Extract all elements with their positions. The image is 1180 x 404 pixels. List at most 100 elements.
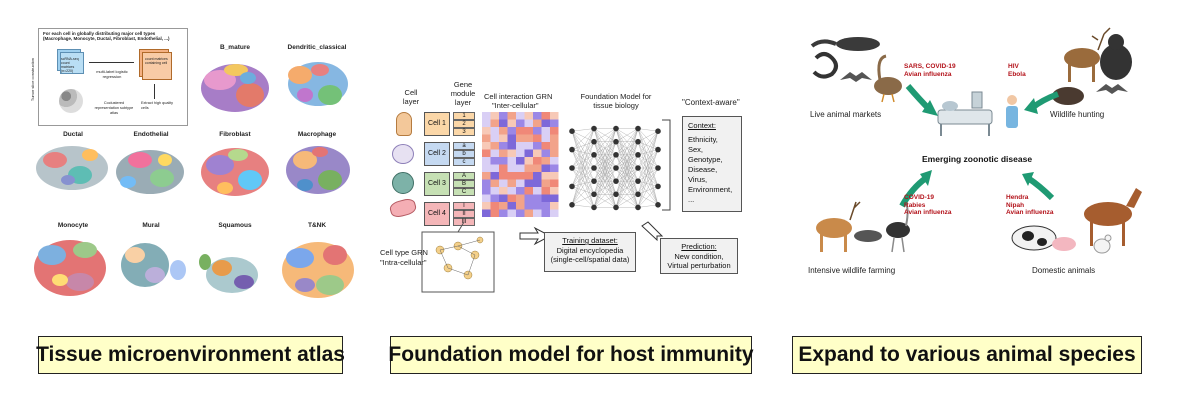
gene-module: 1 [453, 112, 475, 120]
gene-module: 2 [453, 120, 475, 128]
intra-label: "Intra-cellular" [380, 258, 427, 267]
atlas-caption: Tissue microenvironment atlas [36, 336, 345, 374]
context-aware-label: "Context-aware" [682, 98, 740, 107]
cell-icon-1 [396, 112, 412, 136]
bat-icon [840, 72, 872, 82]
cell-layer-label: Cell layer [402, 88, 420, 106]
grn-heatmap [482, 112, 559, 217]
umap-label-monocyte: Monocyte [57, 222, 89, 229]
grn-heatmap-and-network [421, 112, 671, 293]
model-label: Foundation Model for tissue biology [580, 92, 652, 110]
umap-label-macrophage: Macrophage [297, 131, 337, 138]
disease-label: Ebola [1008, 70, 1026, 78]
umap-label-tnk: T&NK [307, 222, 327, 229]
umap-monocyte [34, 240, 106, 296]
hunting-label: Wildlife hunting [1050, 110, 1105, 119]
prediction-arrow [641, 221, 664, 242]
umap-label-mural: Mural [142, 222, 160, 229]
umap-label-ductal: Ductal [63, 131, 83, 138]
extract-label: Extract high quality cells [141, 101, 174, 110]
foundation-panel: Cell layer Gene module layer Cell intera… [380, 0, 770, 374]
arrow-farming [899, 175, 928, 208]
grn-label: Cell interaction GRN [484, 92, 553, 101]
disease-label: SARS, COVID-19 [904, 63, 956, 70]
cell-type-grn-label: Cell type GRN [380, 248, 428, 257]
context-list: Ethnicity,Sex,Genotype,Disease,Virus,Env… [688, 135, 736, 205]
umap-label-squamous: Squamous [218, 222, 252, 229]
domestic-diseases: Hendra Nipah Avian influenza [1006, 194, 1053, 217]
gene-module: A [453, 172, 475, 180]
training-body: Digital encyclopedia (single-cell/spatia… [550, 245, 630, 265]
markets-diseases: SARS, COVID-19 Avian influenza [904, 63, 956, 78]
hospital-bed-icon [937, 91, 993, 136]
umap-label-b-mature: B_mature [220, 44, 250, 51]
workflow-schematic: For each cell in globally distributing m… [30, 28, 188, 126]
prediction-body: New condition, Virtual perturbation [667, 251, 731, 271]
disease-label: Avian influenza [1006, 209, 1054, 216]
training-title: Training dataset: [562, 236, 618, 245]
count-matrix-label: count matrices containing cell [145, 57, 168, 65]
farm-deer-icon [816, 201, 861, 252]
context-item: Environment, [688, 185, 733, 194]
cluster-icon [59, 89, 83, 113]
arrow-right [89, 62, 134, 63]
context-item: Genotype, [688, 155, 723, 164]
disease-label: HIV [1008, 63, 1019, 70]
umap-tnk [282, 242, 354, 298]
context-item: ... [688, 195, 695, 204]
cow-icon [1011, 225, 1057, 251]
umap-label-fibroblast: Fibroblast [219, 131, 251, 138]
civet-icon [810, 37, 880, 51]
gene-module: b [453, 150, 475, 158]
cell-box-3: Cell 3 [424, 172, 450, 196]
bat-icon-2 [1096, 84, 1128, 94]
context-item: Sex, [688, 145, 704, 154]
cell-box-1: Cell 1 [424, 112, 450, 136]
prediction-title: Prediction: [681, 242, 717, 251]
umap-mural [121, 243, 186, 287]
atlas-panel: For each cell in globally distributing m… [0, 0, 380, 374]
context-item: Disease, [688, 165, 718, 174]
disease-label: Nipah [1006, 201, 1025, 209]
matrix-label: scRNA-seq count matrices (n=220) [61, 57, 79, 73]
disease-label: Rabies [904, 201, 926, 209]
context-title: Context: [688, 121, 716, 130]
umap-dendritic [288, 62, 348, 106]
gene-module: 3 [453, 128, 475, 136]
deer-icon [1064, 27, 1111, 82]
context-box: Context: Ethnicity,Sex,Genotype,Disease,… [682, 116, 742, 212]
farm-civet-icon [854, 230, 882, 242]
disease-label: Hendra [1006, 194, 1029, 201]
chicken-icon [1093, 234, 1112, 254]
umap-squamous [199, 254, 258, 293]
workflow-header: For each cell in globally distributing m… [43, 31, 170, 41]
gene-module: II [453, 210, 475, 218]
umap-label-endothelial: Endothelial [133, 131, 169, 138]
grn-sublabel: "Inter-cellular" [492, 101, 539, 110]
umap-ductal [36, 146, 108, 190]
gene-module: C [453, 188, 475, 196]
cell-icon-3 [392, 172, 414, 194]
umap-label-dendritic: Dendritic_classical [287, 44, 347, 51]
goose-icon [874, 54, 902, 103]
neural-network [569, 125, 661, 211]
umap-plots [34, 62, 354, 298]
regression-label: multi-label logistic regression [96, 69, 128, 79]
markets-label: Live animal markets [810, 110, 882, 119]
gene-module: I [453, 202, 475, 210]
cluster-label: Coclustered representation subtype atlas [94, 101, 134, 115]
animals-caption: Expand to various animal species [792, 336, 1142, 374]
disease-label: COVID-19 [904, 194, 934, 201]
horse-icon [1084, 188, 1142, 246]
context-item: Virus, [688, 175, 708, 184]
foundation-caption: Foundation model for host immunity [388, 336, 754, 374]
domestic-label: Domestic animals [1032, 266, 1096, 275]
animal-illustrations [810, 27, 1142, 254]
center-label: Emerging zoonotic disease [922, 154, 1033, 164]
cell-icon-2 [392, 144, 414, 164]
cell-box-4: Cell 4 [424, 202, 450, 226]
umap-endothelial [116, 150, 184, 194]
umap-macrophage [286, 146, 350, 194]
context-item: Ethnicity, [688, 135, 718, 144]
doctor-icon [1006, 95, 1018, 128]
